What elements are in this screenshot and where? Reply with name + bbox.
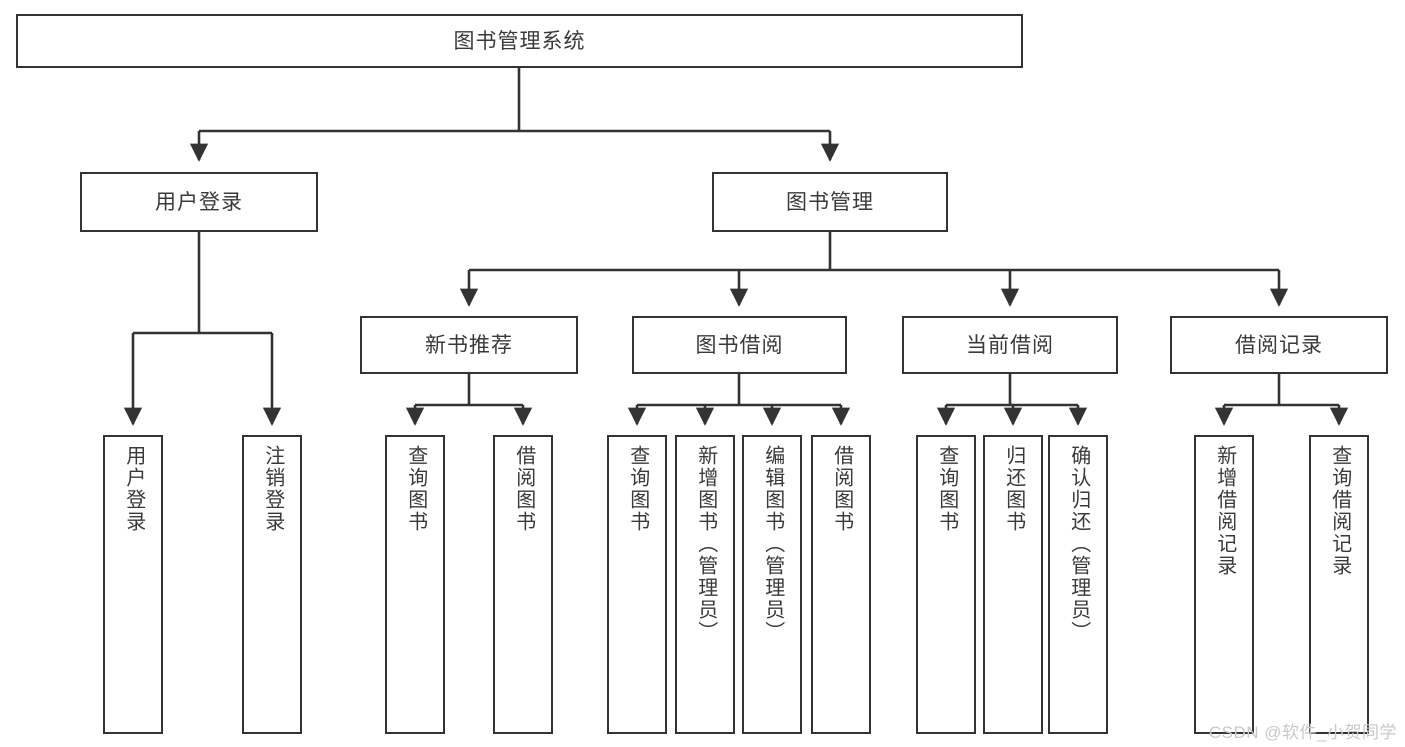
node-leaf-add-book[interactable]: 新增图书（管理员） <box>675 435 735 734</box>
node-leaf-edit-book-label: 编辑图书（管理员） <box>761 445 784 643</box>
node-leaf-query-book-1-label: 查询图书 <box>404 445 427 533</box>
node-new-book-recommend[interactable]: 新书推荐 <box>360 316 578 374</box>
node-leaf-add-record[interactable]: 新增借阅记录 <box>1194 435 1254 734</box>
node-root[interactable]: 图书管理系统 <box>16 14 1023 68</box>
watermark: CSDN @软件_小贺同学 <box>1208 723 1397 742</box>
node-leaf-borrow-book-2[interactable]: 借阅图书 <box>811 435 871 734</box>
node-leaf-borrow-book-1[interactable]: 借阅图书 <box>493 435 553 734</box>
node-leaf-logout-label: 注销登录 <box>261 445 284 533</box>
node-leaf-add-record-label: 新增借阅记录 <box>1213 445 1236 577</box>
node-leaf-query-record[interactable]: 查询借阅记录 <box>1309 435 1369 734</box>
node-borrow-record[interactable]: 借阅记录 <box>1170 316 1388 374</box>
node-current-borrow[interactable]: 当前借阅 <box>902 316 1118 374</box>
node-book-manage[interactable]: 图书管理 <box>712 172 948 232</box>
node-leaf-confirm-return-label: 确认归还（管理员） <box>1067 445 1090 643</box>
node-leaf-query-book-2[interactable]: 查询图书 <box>607 435 667 734</box>
node-borrow-record-label: 借阅记录 <box>1235 333 1323 357</box>
node-book-manage-label: 图书管理 <box>786 190 874 214</box>
node-leaf-user-login-label: 用户登录 <box>122 445 145 533</box>
node-leaf-query-book-1[interactable]: 查询图书 <box>385 435 445 734</box>
node-leaf-edit-book[interactable]: 编辑图书（管理员） <box>742 435 802 734</box>
node-leaf-logout[interactable]: 注销登录 <box>242 435 302 734</box>
node-book-borrow-label: 图书借阅 <box>695 333 784 357</box>
node-leaf-return-book[interactable]: 归还图书 <box>983 435 1043 734</box>
node-current-borrow-label: 当前借阅 <box>966 333 1054 357</box>
node-leaf-borrow-book-1-label: 借阅图书 <box>512 445 535 533</box>
node-leaf-borrow-book-2-label: 借阅图书 <box>830 445 853 533</box>
node-leaf-add-book-label: 新增图书（管理员） <box>694 445 717 643</box>
node-root-label: 图书管理系统 <box>453 29 586 53</box>
node-book-borrow[interactable]: 图书借阅 <box>632 316 847 374</box>
node-leaf-confirm-return[interactable]: 确认归还（管理员） <box>1048 435 1108 734</box>
node-leaf-query-record-label: 查询借阅记录 <box>1328 445 1351 577</box>
node-leaf-user-login[interactable]: 用户登录 <box>103 435 163 734</box>
node-leaf-query-book-3[interactable]: 查询图书 <box>916 435 976 734</box>
node-leaf-query-book-3-label: 查询图书 <box>935 445 958 533</box>
node-new-book-recommend-label: 新书推荐 <box>425 333 513 357</box>
node-leaf-query-book-2-label: 查询图书 <box>626 445 649 533</box>
node-user-login-label: 用户登录 <box>155 190 243 214</box>
node-user-login[interactable]: 用户登录 <box>80 172 318 232</box>
node-leaf-return-book-label: 归还图书 <box>1002 445 1025 533</box>
